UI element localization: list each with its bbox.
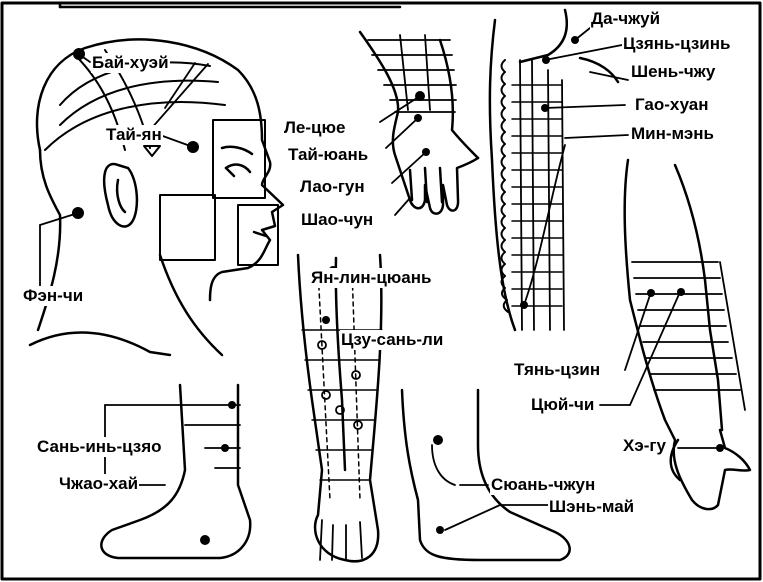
point-fen-chi [72, 207, 84, 219]
label-san-in-tszyao: Сань-инь-цзяо [36, 437, 163, 457]
point-he-gu [716, 444, 724, 452]
point-tai-yuan [414, 114, 422, 122]
point-syuan-chzhun [433, 435, 443, 445]
label-tszu-san-li: Цзу-сань-ли [340, 330, 444, 350]
label-lao-gun: Лао-гун [299, 177, 366, 197]
hand-figure [360, 32, 478, 215]
label-he-gu: Хэ-гу [622, 436, 667, 456]
label-gao-huan: Гао-хуан [634, 95, 710, 115]
point-shen-mai [436, 526, 444, 534]
label-min-men: Мин-мэнь [630, 124, 715, 144]
inner-foot-figure [101, 385, 250, 558]
point-san-in-tszyao [221, 444, 229, 452]
label-yan-lin-tsyuan: Ян-лин-цюань [310, 268, 432, 288]
back-figure [490, 10, 628, 330]
point-tyan-tszin [647, 289, 655, 297]
label-shen-chzhu: Шень-чжу [630, 62, 716, 82]
label-tai-yuan: Тай-юань [287, 145, 369, 165]
point-tszu-san-li [322, 316, 330, 324]
label-da-chzhui: Да-чжуй [590, 9, 661, 29]
label-syuan-chzhun: Сюань-чжун [490, 475, 596, 495]
head-figure [30, 39, 283, 355]
leg-figure [298, 255, 382, 561]
label-chzhao-hai: Чжао-хай [58, 474, 139, 494]
label-tszyan-tszin: Цзянь-цзинь [622, 34, 731, 54]
point-bai-huei [73, 48, 85, 60]
label-fen-chi: Фэн-чи [22, 286, 84, 306]
point-san-in-tszyao-upper [228, 401, 236, 409]
label-tai-yan: Тай-ян [105, 125, 163, 145]
label-shen-mai: Шэнь-май [548, 497, 635, 517]
label-le-tsyue: Ле-цюе [283, 118, 346, 138]
label-bai-huei: Бай-хуэй [91, 53, 170, 73]
point-tsyui-chi [677, 288, 685, 296]
label-tsyui-chi: Цюй-чи [530, 395, 595, 415]
point-chzhao-hai [200, 535, 210, 545]
point-gao-huan [541, 104, 549, 112]
point-tai-yan [187, 141, 199, 153]
label-shao-chun: Шао-чун [300, 210, 374, 230]
label-tyan-tszin: Тянь-цзин [513, 360, 601, 380]
point-min-men [520, 301, 528, 309]
point-da-chzhui [571, 36, 579, 44]
arm-figure [600, 160, 750, 509]
point-le-tsyue [415, 91, 425, 101]
point-lao-gun [422, 148, 430, 156]
point-tszyan-tszin [542, 56, 550, 64]
